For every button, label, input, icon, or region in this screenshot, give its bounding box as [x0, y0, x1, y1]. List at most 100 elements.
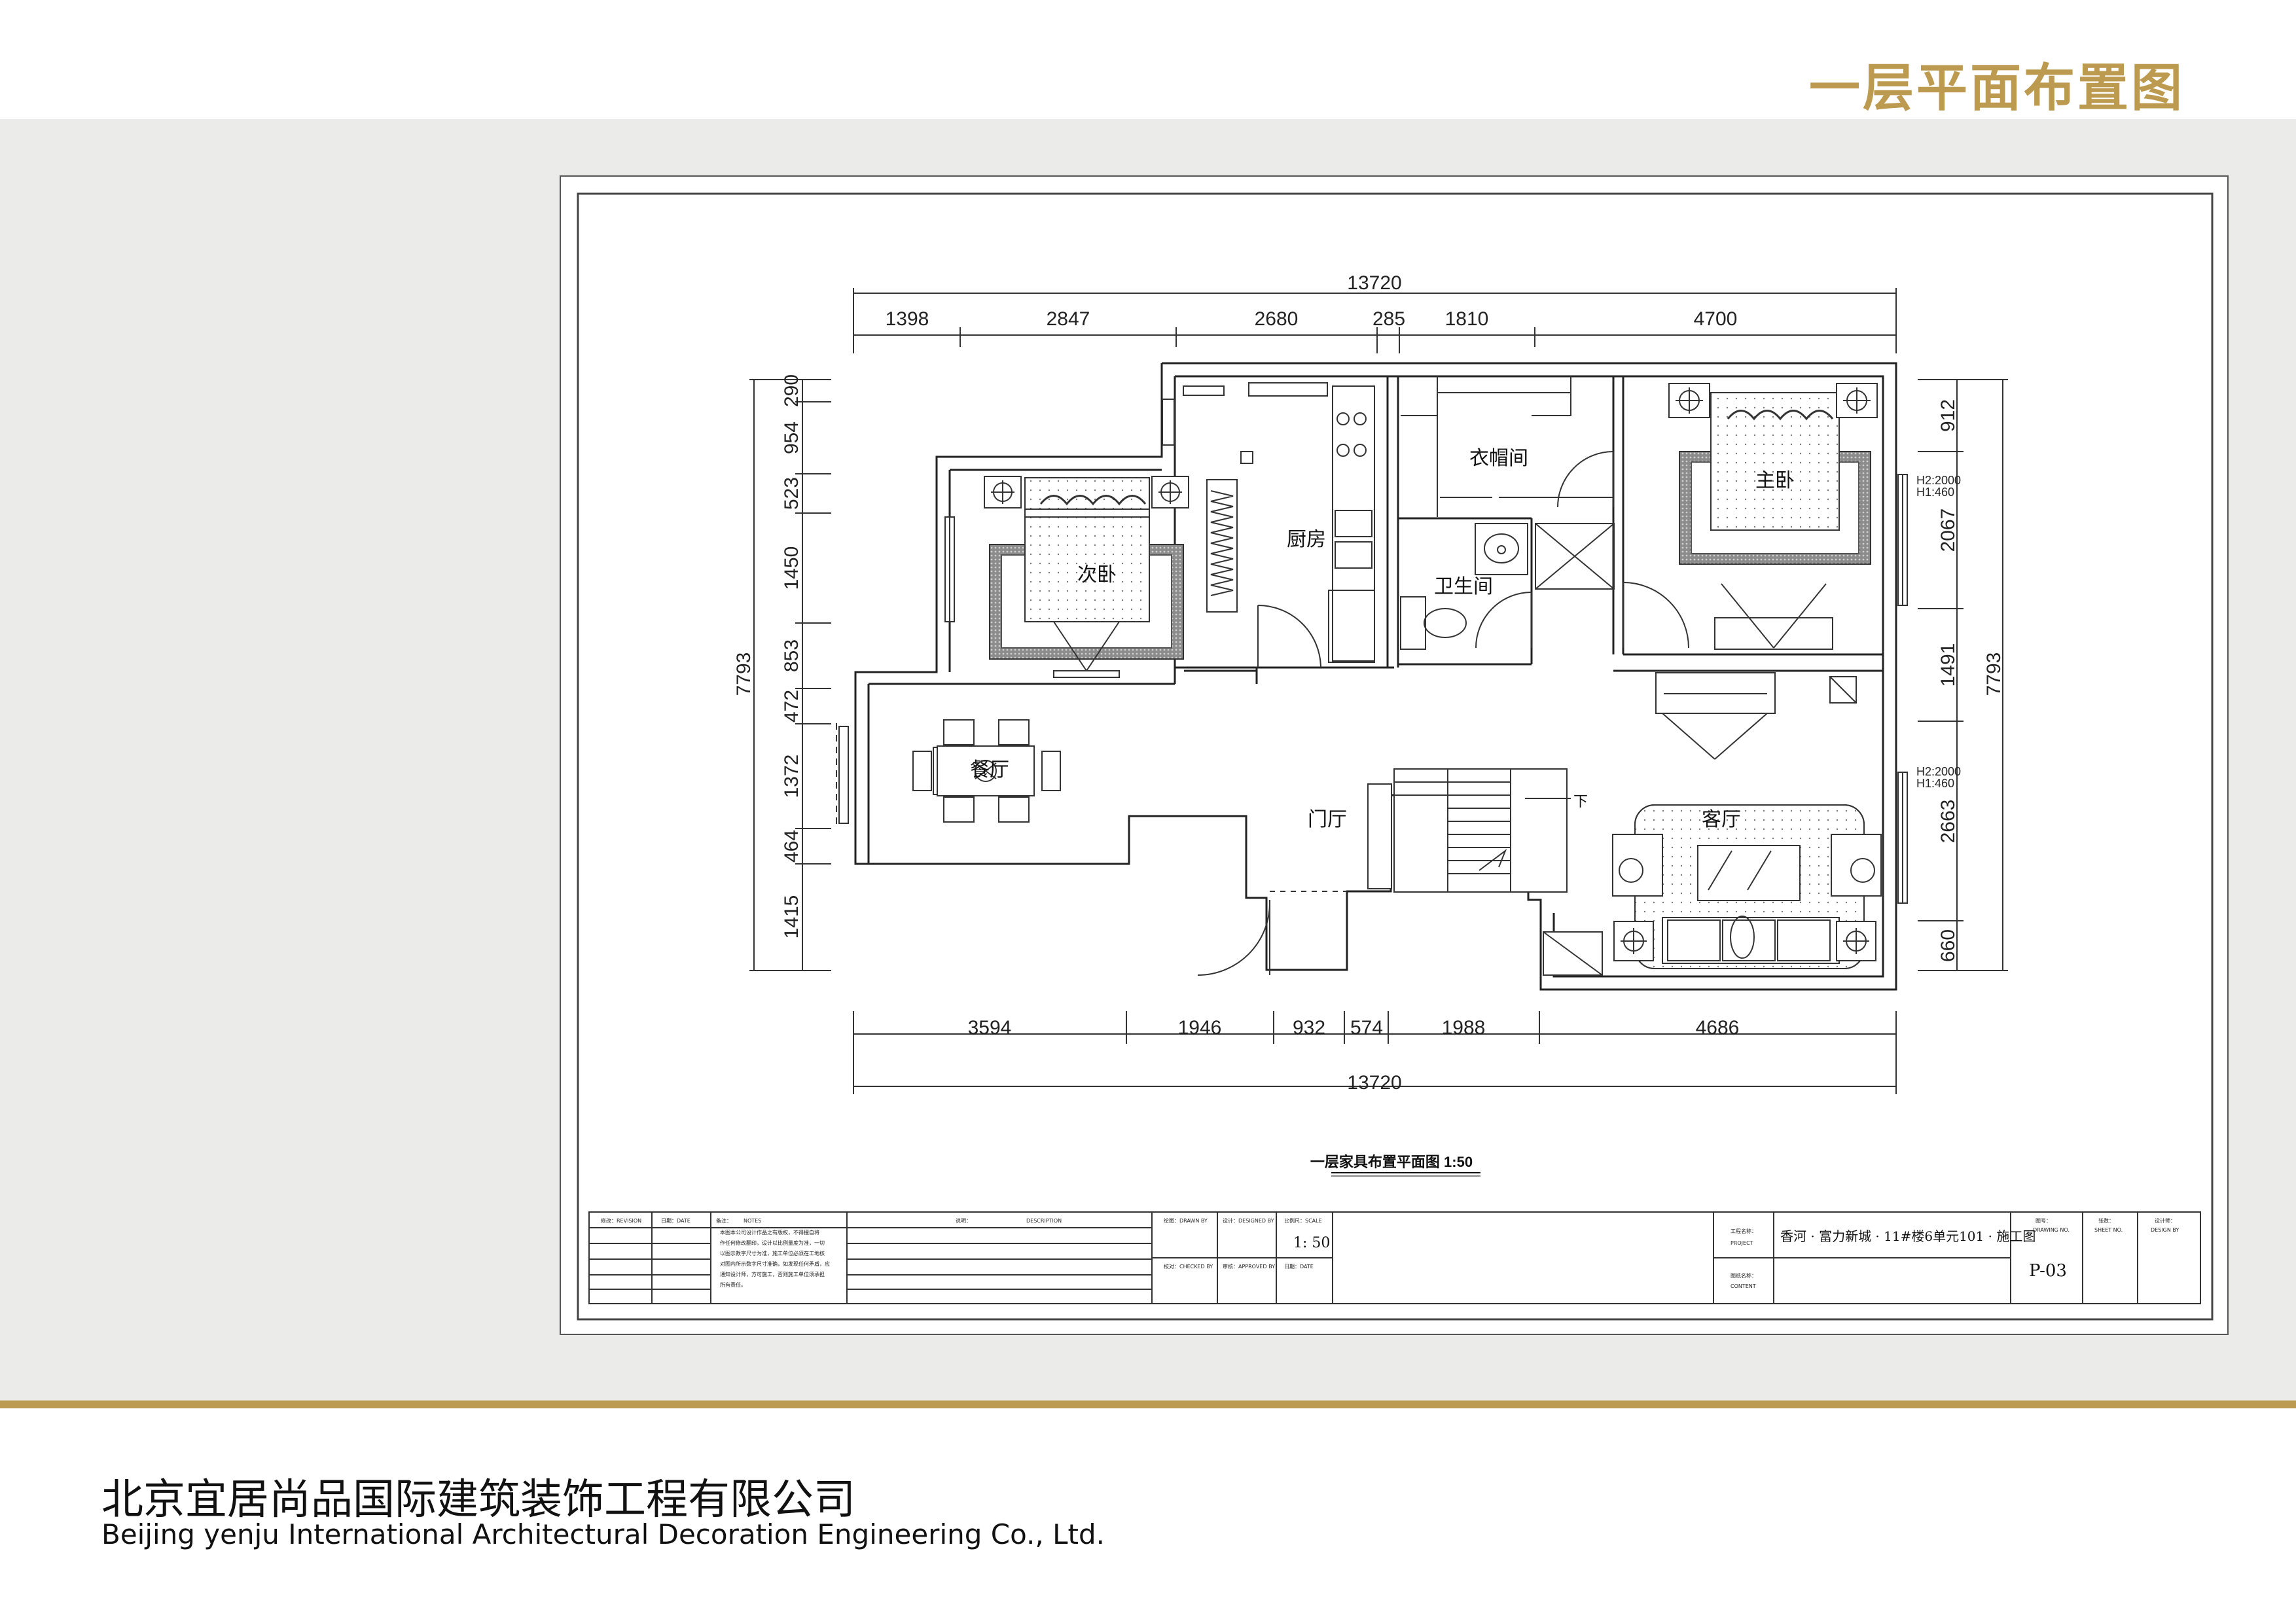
bottom-dim: 932 — [1293, 1017, 1325, 1039]
left-dim: 290 — [781, 374, 802, 407]
bottom-dim: 1988 — [1442, 1017, 1486, 1039]
dining-furniture — [836, 719, 1061, 826]
top-dim: 4700 — [1694, 308, 1738, 330]
sheet-no-en: SHEET NO. — [2094, 1227, 2123, 1233]
designed-by-label: 设计：DESIGNED BY — [1223, 1217, 1274, 1224]
drawing-number: P-03 — [2029, 1261, 2067, 1281]
top-dim: 1398 — [886, 308, 929, 330]
left-dim: 954 — [781, 421, 802, 454]
top-dim: 1810 — [1445, 308, 1489, 330]
company-name-en: Beijing yenju International Architectura… — [101, 1518, 1105, 1550]
bottom-total: 13720 — [1347, 1072, 1401, 1094]
scale-label: 比例尺：SCALE — [1284, 1217, 1322, 1224]
height-notes: H2:2000 H1:460 H2:2000 H1:460 — [1916, 474, 1961, 790]
drawing-no-en: DRAWING NO. — [2033, 1227, 2070, 1233]
company-name-cn: 北京宜居尚品国际建筑装饰工程有限公司 — [101, 1476, 855, 1524]
left-dim: 853 — [781, 639, 802, 672]
notes-line: 通知设计师，方可施工，否则施工单位须承担 — [720, 1271, 825, 1277]
bathroom-furniture — [1400, 523, 1615, 650]
room-label: 次卧 — [1077, 564, 1117, 586]
title-block — [588, 1211, 2201, 1304]
closet-furniture — [1401, 376, 1614, 517]
kitchen-furniture — [1162, 382, 1375, 668]
top-total: 13720 — [1347, 272, 1401, 294]
top-dim: 285 — [1372, 308, 1405, 330]
left-dim: 523 — [781, 477, 802, 510]
bottom-dim: 4686 — [1696, 1017, 1740, 1039]
bottom-dim: 1946 — [1178, 1017, 1222, 1039]
left-dim: 1415 — [781, 895, 802, 939]
bottom-dim: 3594 — [968, 1017, 1012, 1039]
notes-line: 对图内所示数字尺寸准确，如发现任何矛盾，应 — [720, 1260, 830, 1267]
date-label: 日期：DATE — [661, 1218, 691, 1224]
bottom-dimensions — [853, 1011, 1897, 1094]
project-label: 工程名称： — [1731, 1228, 1757, 1234]
left-dim: 1450 — [781, 546, 802, 590]
room-label: 衣帽间 — [1469, 448, 1528, 469]
approved-by-label: 审核：APPROVED BY — [1223, 1263, 1275, 1270]
checked-by-label: 校对：CHECKED BY — [1164, 1263, 1213, 1270]
sheet-no-label: 张数： — [2098, 1217, 2114, 1224]
drawn-by-label: 绘图：DRAWN BY — [1164, 1217, 1208, 1224]
right-dimension-text: 912 2067 1491 2663 660 7793 — [1937, 399, 2005, 962]
room-label: 餐厅 — [970, 759, 1009, 781]
bedroom2-furniture — [944, 476, 1238, 678]
bottom-dim: 574 — [1350, 1017, 1383, 1039]
right-dim: 912 — [1937, 399, 1959, 432]
page-title: 一层平面布置图 — [1808, 59, 2185, 118]
designer-en: DESIGN BY — [2151, 1227, 2179, 1233]
scale-value: 1: 50 — [1293, 1235, 1330, 1251]
top-dim: 2680 — [1255, 308, 1299, 330]
living-furniture — [1543, 672, 1908, 976]
right-dim: 2663 — [1937, 800, 1959, 844]
right-dim: 1491 — [1937, 643, 1959, 687]
gold-divider — [0, 1400, 2296, 1408]
revision-label: 修改：REVISION — [601, 1217, 641, 1224]
notes-en: NOTES — [744, 1218, 761, 1224]
bottom-dimension-text: 3594 1946 932 574 1988 4686 13720 — [968, 1017, 1740, 1094]
notes-line: 本图本公司设计作品之有版权，不得擅自将 — [720, 1229, 819, 1236]
room-label: 卫生间 — [1434, 576, 1493, 597]
left-dimension-text: 7793 290 954 523 1450 853 472 1372 464 1… — [733, 374, 802, 938]
project-en: PROJECT — [1731, 1240, 1753, 1246]
foyer-stairs — [1197, 768, 1571, 976]
room-label: 门厅 — [1308, 809, 1347, 830]
room-labels: 次卧 厨房 衣帽间 卫生间 主卧 餐厅 门厅 客厅 下 — [970, 448, 1795, 830]
height-note: H2:2000 — [1916, 765, 1961, 778]
description-label: 说明： — [956, 1217, 971, 1224]
notes-line: 作任何修改翻印，设计以比例量度为准，一切 — [720, 1240, 825, 1246]
plan-caption: 一层家具布置平面图 1:50 — [1310, 1154, 1473, 1170]
left-total: 7793 — [733, 652, 755, 696]
project-name: 香河 · 富力新城 · 11#楼6单元101 · 施工图 — [1780, 1228, 2036, 1244]
room-label: 主卧 — [1755, 470, 1795, 491]
master-bedroom-furniture — [1623, 383, 1908, 650]
right-dim: 660 — [1937, 929, 1959, 962]
designer-label: 设计师： — [2155, 1217, 2176, 1224]
left-dim: 472 — [781, 690, 802, 722]
notes-label: 备注： — [716, 1217, 732, 1224]
room-label: 厨房 — [1287, 529, 1326, 550]
height-note: H2:2000 — [1916, 474, 1961, 487]
drawing-no-label: 图号： — [2036, 1218, 2051, 1224]
inner-frame — [577, 192, 2214, 1321]
top-dimensions — [853, 288, 1897, 353]
right-dimensions — [1918, 379, 2008, 971]
height-note: H1:460 — [1916, 486, 1954, 499]
title-block-values: 1: 50 香河 · 富力新城 · 11#楼6单元101 · 施工图 P-03 — [1293, 1228, 2067, 1281]
notes-line: 所有责任。 — [720, 1281, 746, 1288]
title-block-text: 修改：REVISION 日期：DATE 备注： NOTES 本图本公司设计作品之… — [601, 1217, 2179, 1289]
content-label: 图纸名称： — [1731, 1272, 1757, 1279]
height-note: H1:460 — [1916, 777, 1954, 790]
notes-line: 以图示数字尺寸为准，施工单位必须在工地核 — [720, 1250, 825, 1257]
right-dim: 2067 — [1937, 508, 1959, 552]
date2-label: 日期：DATE — [1284, 1264, 1314, 1270]
drawing-sheet — [560, 175, 2229, 1335]
content-en: CONTENT — [1731, 1283, 1756, 1289]
right-total: 7793 — [1983, 652, 2005, 696]
top-dim: 2847 — [1047, 308, 1090, 330]
left-dimensions — [749, 379, 831, 971]
room-label: 客厅 — [1702, 809, 1741, 830]
left-dim: 1372 — [781, 755, 802, 798]
description-en: DESCRIPTION — [1026, 1218, 1062, 1224]
